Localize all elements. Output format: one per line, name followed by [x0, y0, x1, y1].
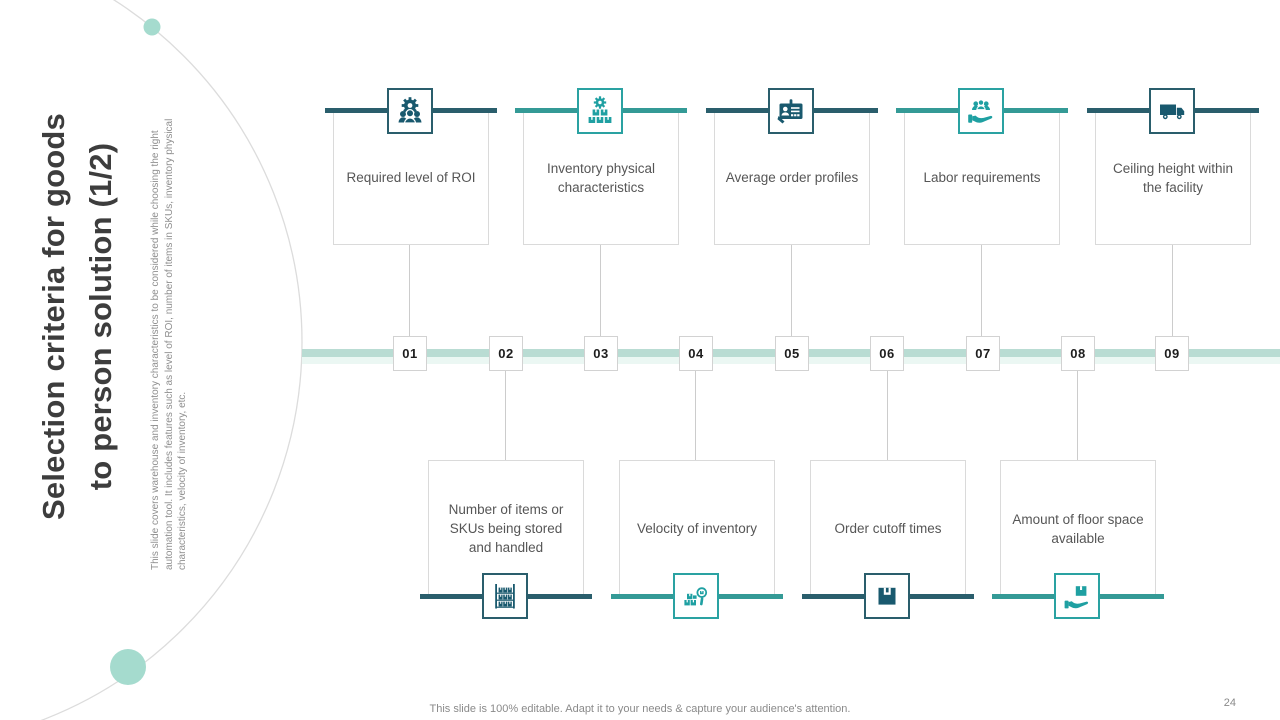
connector-line — [1077, 370, 1078, 460]
id-card-icon — [768, 88, 814, 134]
step-badge-02: 02 — [489, 336, 523, 371]
criteria-label: Velocity of inventory — [636, 521, 758, 536]
criteria-card-04: Velocity of inventory — [611, 460, 783, 619]
shelf-rack-icon — [482, 573, 528, 619]
hand-box-icon — [1054, 573, 1100, 619]
page-number: 24 — [1223, 697, 1236, 709]
criteria-card-08: Amount of floor space available — [992, 460, 1164, 619]
criteria-card-06: Order cutoff times — [802, 460, 974, 619]
criteria-card-09: Ceiling height within the facility — [1087, 88, 1259, 245]
criteria-label: Amount of floor space available — [1012, 511, 1144, 546]
box-search-icon — [673, 573, 719, 619]
step-badge-01: 01 — [393, 336, 427, 371]
step-badge-05: 05 — [775, 336, 809, 371]
criteria-label: Labor requirements — [923, 170, 1041, 185]
criteria-label: Average order profiles — [725, 170, 859, 185]
step-badge-07: 07 — [966, 336, 1000, 371]
connector-line — [409, 243, 410, 336]
criteria-card-02: Number of items or SKUs being stored and… — [420, 460, 592, 619]
package-icon — [864, 573, 910, 619]
large-dot — [110, 649, 146, 685]
step-badge-08: 08 — [1061, 336, 1095, 371]
connector-line — [600, 243, 601, 336]
step-badge-09: 09 — [1155, 336, 1189, 371]
connector-line — [695, 370, 696, 460]
step-badge-04: 04 — [679, 336, 713, 371]
connector-line — [505, 370, 506, 460]
connector-line — [1172, 243, 1173, 336]
criteria-label: Number of items or SKUs being stored and… — [448, 502, 564, 555]
hand-people-icon — [958, 88, 1004, 134]
criteria-card-07: Labor requirements — [896, 88, 1068, 245]
criteria-label: Inventory physical characteristics — [546, 160, 656, 195]
slide-description: This slide covers warehouse and inventor… — [150, 118, 188, 570]
step-badge-06: 06 — [870, 336, 904, 371]
criteria-card-01: Required level of ROI — [325, 88, 497, 245]
connector-line — [791, 243, 792, 336]
criteria-label: Ceiling height within the facility — [1112, 160, 1234, 195]
criteria-card-05: Average order profiles — [706, 88, 878, 245]
gear-people-icon — [387, 88, 433, 134]
page-title: Selection criteria for goods to person s… — [36, 113, 118, 520]
boxes-gear-icon — [577, 88, 623, 134]
footer-note: This slide is 100% editable. Adapt it to… — [429, 703, 851, 715]
criteria-card-03: Inventory physical characteristics — [515, 88, 687, 245]
connector-line — [887, 370, 888, 460]
truck-icon — [1149, 88, 1195, 134]
connector-line — [981, 243, 982, 336]
small-dot — [143, 18, 161, 36]
criteria-label: Required level of ROI — [346, 170, 476, 185]
criteria-label: Order cutoff times — [834, 521, 942, 536]
step-badge-03: 03 — [584, 336, 618, 371]
